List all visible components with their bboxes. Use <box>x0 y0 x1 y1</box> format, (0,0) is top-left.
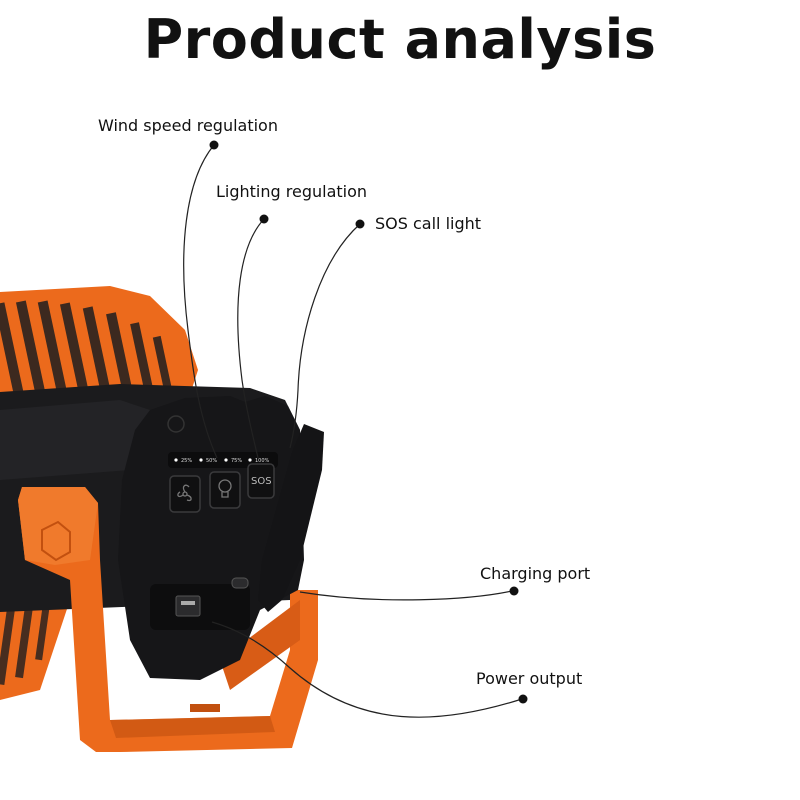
fan-speed-button[interactable] <box>169 475 201 513</box>
orange-stand <box>18 487 318 752</box>
usb-port[interactable] <box>175 595 201 617</box>
control-face: 25% 50% 75% 100% SOS <box>118 396 324 680</box>
lighting-callout-line <box>237 218 265 459</box>
charging-callout-line <box>299 590 513 601</box>
callout-charging-port: Charging port <box>480 564 591 583</box>
sos-callout-line <box>289 223 361 449</box>
bulb-icon <box>218 479 232 498</box>
level-50-label: 50% <box>206 458 217 464</box>
callout-wind-speed: Wind speed regulation <box>98 116 278 135</box>
callout-dots <box>209 140 528 704</box>
level-75-label: 75% <box>231 458 242 464</box>
sos-button-label: SOS <box>251 476 272 487</box>
callout-sos: SOS call light <box>375 214 482 233</box>
page-title: Product analysis <box>143 8 657 71</box>
power-callout-line <box>211 621 523 718</box>
fan-icon <box>177 484 192 502</box>
level-100-label: 100% <box>255 458 270 464</box>
callout-lighting: Lighting regulation <box>216 182 368 201</box>
light-button[interactable] <box>209 471 241 509</box>
callout-power-output: Power output <box>476 669 583 688</box>
callout-lines <box>183 144 523 718</box>
wind-callout-line <box>183 144 218 459</box>
level-25-label: 25% <box>181 458 192 464</box>
sos-button[interactable] <box>247 463 275 499</box>
usb-c-port[interactable] <box>231 577 249 589</box>
